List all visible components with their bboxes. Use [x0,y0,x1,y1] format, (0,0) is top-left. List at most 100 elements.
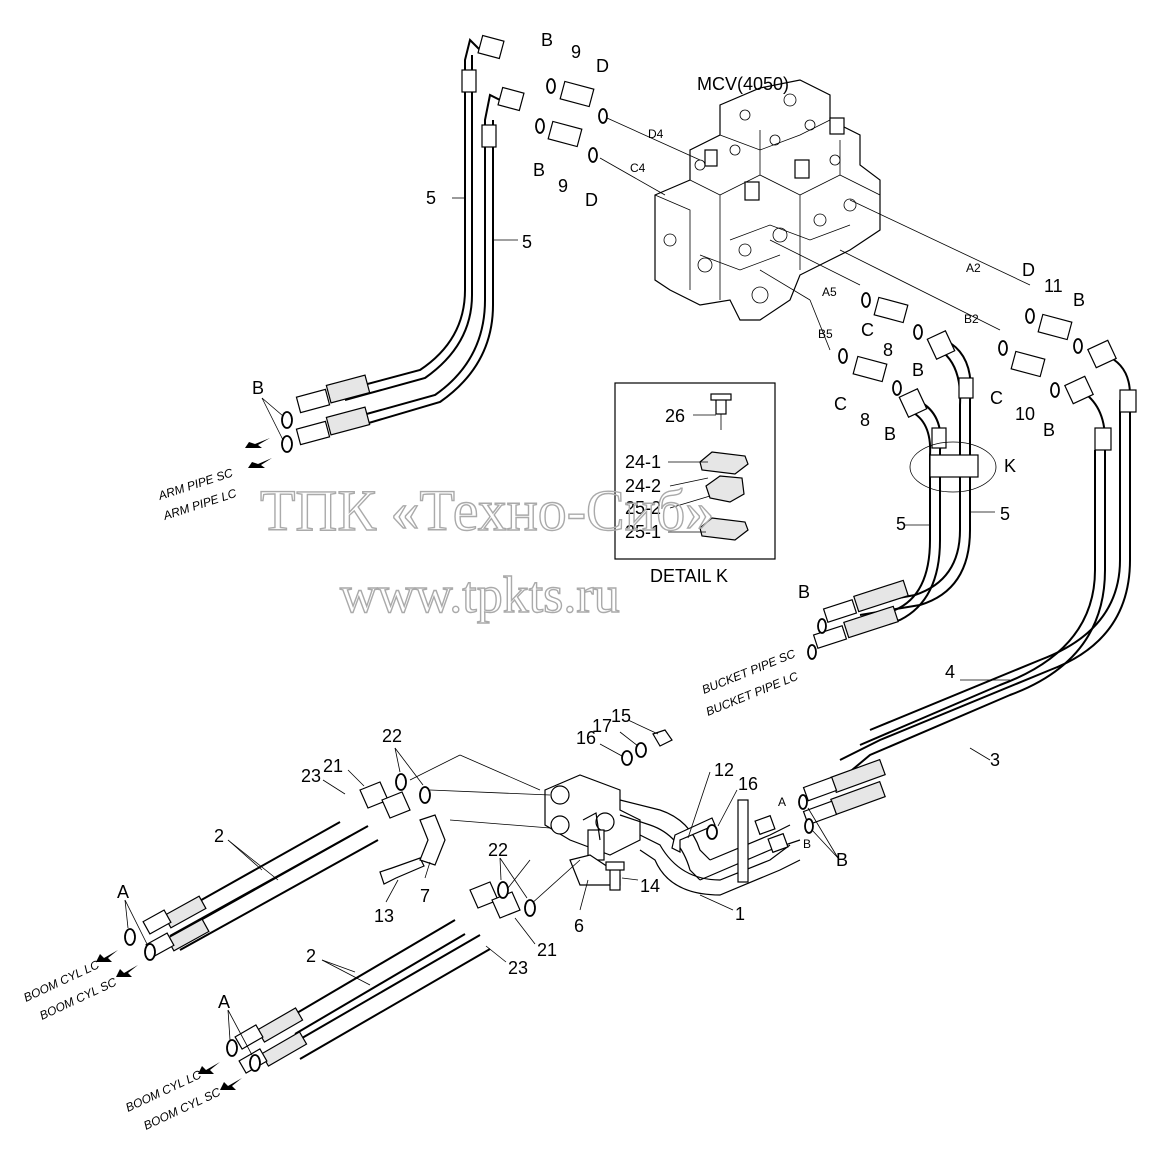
callout-4: 4 [945,662,955,682]
callout-16-upper: 16 [576,728,596,748]
bucket-o-ring [807,644,817,660]
manifold-o-ring [798,794,808,810]
watermark-line2: www.tpkts.ru [340,567,620,624]
callout-21-lower: 21 [537,940,557,960]
flange-o-ring-22-upper [419,786,431,804]
callout-c-lower: C [834,394,847,414]
callout-23-upper: 23 [301,766,321,786]
hardware-12-17 [379,729,718,891]
callout-6: 6 [574,916,584,936]
callout-c-upper: C [861,320,874,340]
detail-k-caption: DETAIL K [650,566,728,586]
connector-8-lower [838,348,902,396]
callout-9-upper: 9 [571,42,581,62]
callout-b-bucket-upper: B [912,360,924,380]
main-control-valve [654,79,881,321]
connector-10 [998,340,1060,398]
flange-o-ring-22-lower [497,881,509,899]
callout-a-upper: A [117,882,129,902]
callout-8-lower: 8 [860,410,870,430]
callout-b-bucket-lower: B [884,424,896,444]
callout-15: 15 [611,706,631,726]
boom-o-ring [144,943,156,961]
bucket-pipe-hoses [812,330,974,650]
detail-k-label: K [1004,456,1016,476]
port-b-label: B [803,837,811,851]
callout-21-upper: 21 [323,756,343,776]
callout-16-lower: 16 [738,774,758,794]
arm-o-ring [281,411,293,429]
arrow-boom-sc-lower-icon [220,1078,242,1090]
callout-b-right-lower: B [1043,420,1055,440]
callout-23-lower: 23 [508,958,528,978]
callout-5-bucket-b: 5 [1000,504,1010,524]
port-d4-label: D4 [648,127,664,141]
mcv-label: MCV(4050) [697,74,789,94]
arrow-boom-lc-upper-icon [96,950,118,962]
callout-d-lower: D [585,190,598,210]
callout-2-upper: 2 [214,826,224,846]
port-a5-label: A5 [822,285,837,299]
boom-pipes-3-4 [802,339,1137,826]
boom-o-ring [249,1054,261,1072]
connector-9-upper [546,78,608,124]
detail-k-box [614,382,776,560]
arrow-boom-lc-lower-icon [198,1062,220,1074]
arrow-arm-sc-icon [245,438,270,448]
callout-2-lower: 2 [306,946,316,966]
callout-c-right: C [990,388,1003,408]
port-a-label: A [778,795,786,809]
connector-8-upper [861,292,923,340]
clamp-k [929,454,979,478]
callout-14: 14 [640,876,660,896]
detail-k-marker [909,441,997,493]
callout-12: 12 [714,760,734,780]
callout-3: 3 [990,750,1000,770]
callout-b-arm-upper: B [541,30,553,50]
callout-d-upper: D [596,56,609,76]
connector-11 [1025,308,1083,354]
callout-b-arm: B [252,378,264,398]
arm-pipe-hoses [295,34,525,446]
callout-10: 10 [1015,404,1035,424]
callout-13: 13 [374,906,394,926]
arrow-arm-lc-icon [248,458,272,468]
callout-11: 11 [1044,276,1063,296]
port-c4-label: C4 [630,161,646,175]
callout-5-bucket-a: 5 [896,514,906,534]
connector-9-lower [535,118,598,163]
flange-o-ring-22-upper [395,773,407,791]
manifold-o-ring [804,818,814,834]
manifold-assembly [544,774,801,896]
arm-o-ring [281,435,293,453]
callout-5-left: 5 [426,188,436,208]
manifold-leaders [409,754,581,906]
callout-17: 17 [592,716,612,736]
boom-o-ring [124,928,136,946]
callout-24-2: 24-2 [625,476,661,496]
callout-26: 26 [665,406,685,426]
callout-22-upper: 22 [382,726,402,746]
port-b2-label: B2 [964,312,979,326]
bucket-o-ring [817,618,827,634]
callout-8-upper: 8 [883,340,893,360]
boom-hose-lower [234,881,521,1074]
callout-24-1: 24-1 [625,452,661,472]
callout-7: 7 [420,886,430,906]
port-b5-label: B5 [818,327,833,341]
port-leaders [599,117,1031,351]
callout-1: 1 [735,904,745,924]
callout-b-bucket: B [798,582,810,602]
watermark-line1: ТПК «Техно-Сиб» [260,478,714,543]
arrow-boom-sc-upper-icon [116,965,138,977]
boom-hose-upper [142,781,411,958]
callout-b-arm-lower: B [533,160,545,180]
callout-d-right: D [1022,260,1035,280]
callout-9-lower: 9 [558,176,568,196]
flange-o-ring-22-lower [524,899,536,917]
callout-a-lower: A [218,992,230,1012]
arm-pipe-fittings [295,374,371,446]
boom-o-ring [226,1039,238,1057]
callout-b-right-upper: B [1073,290,1085,310]
